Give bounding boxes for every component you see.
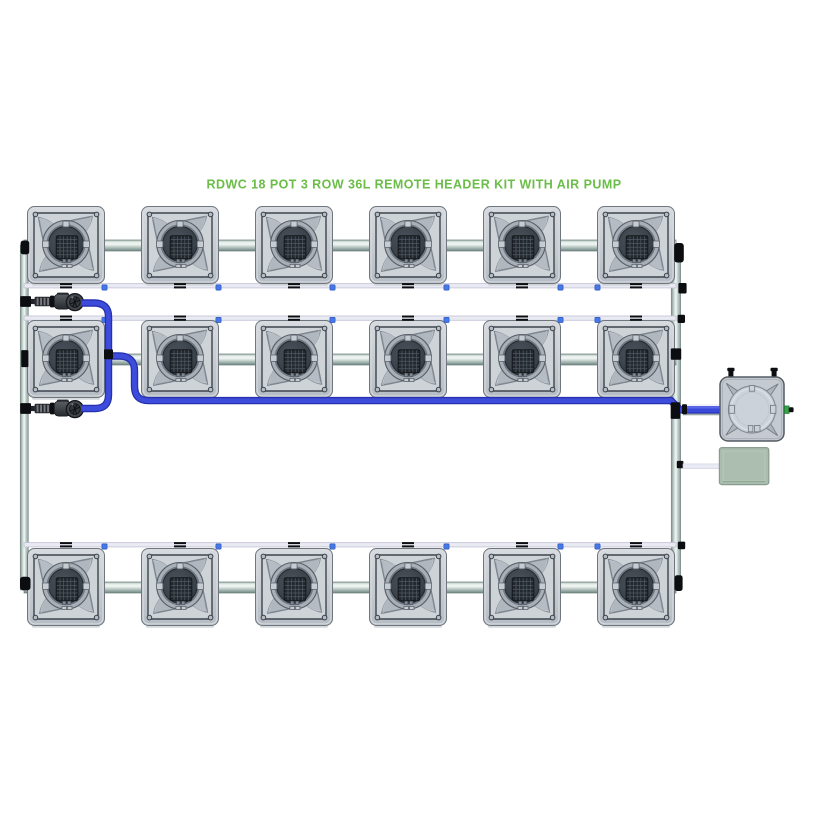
svg-text:RDWC 18 POT 3 ROW 36L REMOTE H: RDWC 18 POT 3 ROW 36L REMOTE HEADER KIT … [207, 176, 622, 191]
